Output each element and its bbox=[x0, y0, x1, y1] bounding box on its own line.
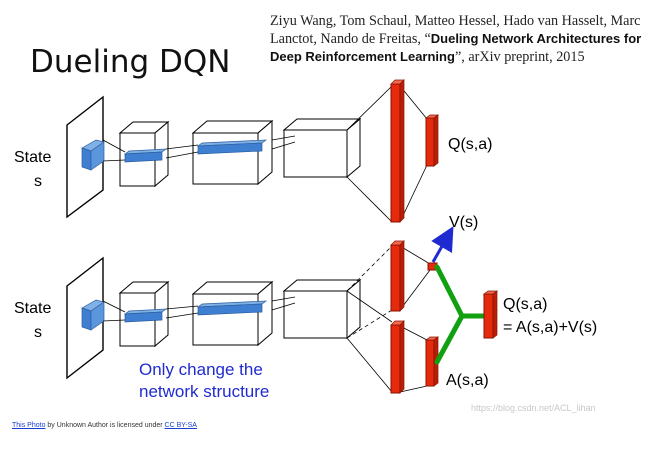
citation-authors: Ziyu Wang, Tom Schaul, Matteo Hessel, Ha… bbox=[270, 13, 641, 47]
conv-layer-2-top bbox=[191, 119, 274, 186]
conv-layer-1-top bbox=[118, 120, 170, 188]
input-frame-bottom bbox=[66, 256, 105, 380]
citation-paper-title: Dueling Network Architectures for Deep R… bbox=[270, 31, 642, 64]
conv-layer-1-bottom bbox=[118, 280, 170, 348]
attribution-text: by Unknown Author is licensed under bbox=[45, 422, 165, 429]
q-formula: = A(s,a)+V(s) bbox=[503, 319, 597, 336]
license-link[interactable]: CC BY-SA bbox=[164, 422, 197, 429]
input-frame-top bbox=[66, 95, 105, 219]
value-arrow bbox=[431, 226, 454, 263]
conv-layer-3-top bbox=[282, 117, 362, 179]
q-output-bottom bbox=[482, 290, 499, 339]
citation-venue: , arXiv preprint, 2015 bbox=[461, 49, 585, 65]
fc-layer-top bbox=[390, 79, 405, 223]
slide-title: Dueling DQN bbox=[30, 44, 231, 80]
standard-dqn-network: State s Q(s,a) bbox=[14, 79, 492, 223]
connections-top bbox=[102, 85, 428, 223]
conv-layer-2-bottom bbox=[191, 280, 274, 347]
watermark: https://blog.csdn.net/ACL_lihan bbox=[471, 403, 596, 413]
value-label: V(s) bbox=[449, 214, 478, 231]
conv-layer-3-bottom bbox=[282, 278, 362, 340]
connections-bottom bbox=[102, 245, 431, 393]
photo-link[interactable]: This Photo bbox=[12, 422, 46, 429]
q-output-top bbox=[424, 114, 440, 167]
citation-open-quote: “ bbox=[424, 31, 431, 47]
advantage-stream-fc bbox=[390, 320, 405, 394]
dueling-dqn-network: State s V(s) A(s,a) Q(s,a) = A(s,a)+V(s) bbox=[14, 214, 597, 394]
q-label-top: Q(s,a) bbox=[448, 136, 492, 153]
advantage-label: A(s,a) bbox=[446, 372, 489, 389]
state-label-bottom: State bbox=[14, 300, 51, 317]
value-stream-fc bbox=[390, 240, 405, 312]
q-label-bottom: Q(s,a) bbox=[503, 296, 547, 313]
note-line-1: Only change the bbox=[139, 360, 263, 379]
citation: Ziyu Wang, Tom Schaul, Matteo Hessel, Ha… bbox=[270, 13, 642, 66]
citation-close-quote: ” bbox=[454, 49, 462, 65]
note-line-2: network structure bbox=[139, 382, 269, 401]
aggregation-lines bbox=[434, 264, 487, 365]
attribution-footer: This Photo by Unknown Author is licensed… bbox=[12, 422, 197, 429]
state-symbol-top: s bbox=[34, 173, 42, 190]
state-label-top: State bbox=[14, 149, 51, 166]
state-symbol-bottom: s bbox=[34, 324, 42, 341]
